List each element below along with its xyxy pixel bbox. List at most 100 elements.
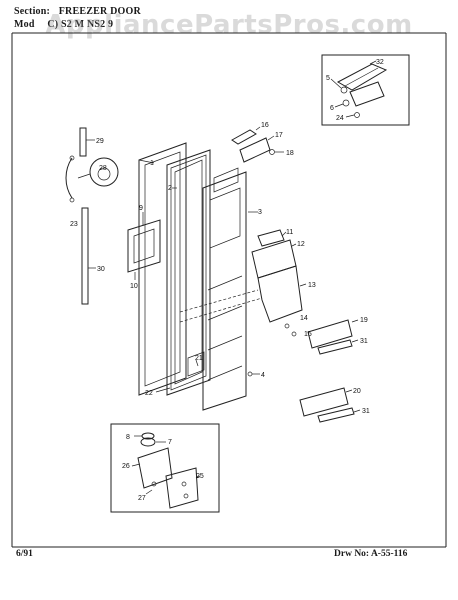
leader-28 [77,173,91,179]
leader-26 [131,463,141,467]
callout-5: 5 [326,75,330,82]
leader-5 [330,78,342,89]
model-label: Mod [14,19,35,30]
callout-23: 23 [70,221,78,228]
trim-strip-part-30 [81,207,89,305]
ice-chute-part-12 [251,239,297,279]
breaker-part-21 [187,351,205,377]
callout-13: 13 [308,282,316,289]
callout-16: 16 [261,122,269,129]
leader-13 [299,283,307,287]
leader-12 [291,243,297,247]
screw-part-4 [247,371,253,377]
hinge-hole-1 [181,481,187,487]
callout-15: 15 [304,331,312,338]
leader-16 [255,126,261,131]
wire-harness [65,157,73,199]
leader-27 [145,489,153,495]
door-liner-part-3 [202,171,247,411]
gasket-inner-2 [174,159,203,385]
alignment-dash-1 [179,289,259,313]
screw-part-14 [284,323,290,329]
inset-box-hinge [110,423,220,513]
leader-17 [267,135,275,141]
section-header: Section: FREEZER DOOR [14,6,141,17]
leader-31b [353,409,361,413]
dispenser-frame-part-10 [127,219,161,273]
hinge-cover-part-17 [239,137,271,163]
chute-door-part-11 [257,229,285,247]
leader-22 [155,387,171,393]
callout-4: 4 [261,372,265,379]
door-shelf-part-19 [307,319,353,349]
callout-8: 8 [126,434,130,441]
door-outer-part-1 [138,142,187,396]
callout-7: 7 [168,439,172,446]
footer-date: 6/91 [16,549,33,559]
screw-part-18 [269,149,275,155]
model-header: Mod C) S2 M NS2 9 [14,19,113,30]
hinge-bracket-part-26 [137,447,173,489]
harness-end-bottom [69,197,75,203]
leader-32 [369,60,377,65]
callout-6: 6 [330,105,334,112]
callout-25: 25 [196,473,204,480]
callout-26: 26 [122,463,130,470]
callout-24: 24 [336,115,344,122]
callout-10: 10 [130,283,138,290]
door-shelf-part-20 [299,387,349,417]
handle-base-part [349,81,385,107]
callout-9: 9 [139,205,143,212]
door-outer-inset [144,151,181,387]
gasket-inner [170,154,207,391]
callout-28: 28 [99,165,107,172]
screw-part-6 [342,99,350,107]
leader-25 [195,475,201,479]
callout-19: 19 [360,317,368,324]
inset-box-handle [321,54,410,126]
footer-drawing-number: Drw No: A-55-116 [334,549,408,559]
hinge-hole-2 [183,493,189,499]
trim-strip-part-29 [79,127,87,157]
harness-end-top [69,155,75,161]
liner-top-bin [213,167,239,193]
callout-22: 22 [145,390,153,397]
leader-20 [345,389,353,393]
callout-27: 27 [138,495,146,502]
model-value: C) S2 M NS2 9 [47,19,114,30]
callout-14: 14 [300,315,308,322]
callout-3: 3 [258,209,262,216]
dispenser-trim-part-13 [257,265,303,323]
leader-19 [351,319,359,323]
watermark: AppliancePartsPros.com [45,10,413,40]
liner-shelf-lines [207,275,243,381]
section-value: FREEZER DOOR [58,6,141,17]
callout-20: 20 [353,388,361,395]
handle-detail [344,67,379,87]
callout-12: 12 [297,241,305,248]
leader-24 [345,114,355,118]
hinge-part-16 [231,129,257,145]
hinge-plate-part-25 [165,467,199,509]
screw-part-24 [354,112,360,118]
shelf-trim-part-31-a [317,339,353,355]
alignment-dash-2 [179,297,263,323]
leader-21 [195,359,199,367]
section-label: Section: [14,6,51,17]
callout-30: 30 [97,266,105,273]
washer-part-5 [340,86,348,94]
callout-31-upper: 31 [360,338,368,345]
callout-32: 32 [376,59,384,66]
screw-part-27 [151,481,157,487]
handle-part-32 [336,63,388,91]
grommet-part-28 [89,157,119,187]
leader-1 [138,159,155,164]
grommet-inner [97,167,111,181]
shelf-trim-part-31-b [317,407,355,423]
callout-11: 11 [286,229,293,236]
liner-dispenser-cavity [209,187,241,249]
callout-21: 21 [195,355,203,362]
callout-17: 17 [275,132,283,139]
